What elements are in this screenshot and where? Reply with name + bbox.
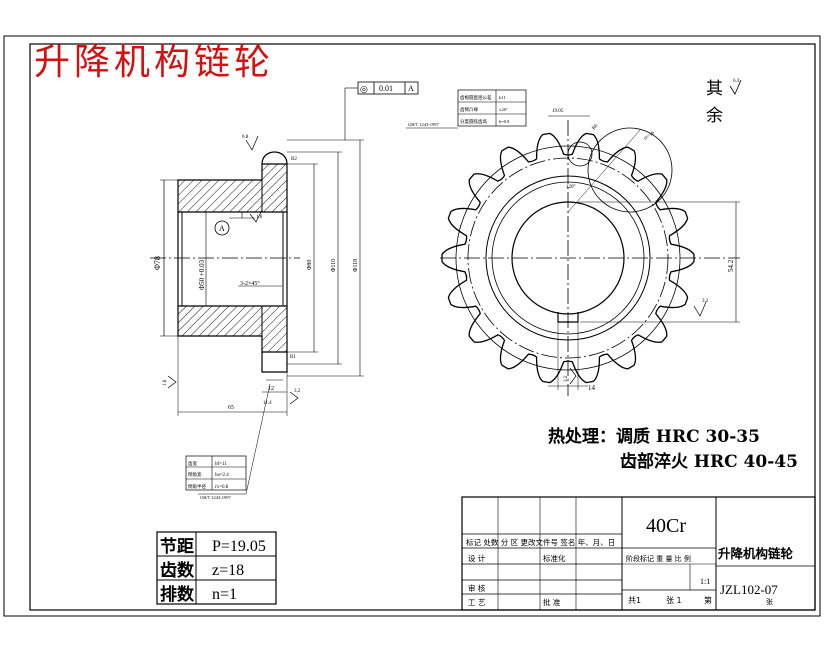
feature-control-frame: ◎ 0.01 A (344, 81, 419, 140)
svg-text:余: 余 (706, 106, 723, 126)
svg-text:6.3: 6.3 (733, 79, 740, 84)
roughness-hub: 3.2 (289, 389, 301, 405)
svg-text:齿根圆直径公差: 齿根圆直径公差 (460, 94, 492, 101)
section-upper (177, 163, 288, 213)
dim-r2: R1 (290, 355, 296, 360)
svg-text:bf=11: bf=11 (215, 462, 227, 467)
dim-pitch: 19.05 (552, 109, 564, 114)
dim-d-hub: Φ80 (307, 260, 313, 270)
spec-label-teeth: 齿数 (160, 560, 195, 581)
section-lower (177, 305, 288, 353)
outer-frame (3, 35, 821, 617)
tooth-table-left: 齿宽 bf=11 倒角宽 ba=2.4 倒角半径 rx=0.8 GB/T 124… (185, 383, 271, 500)
tooth-table-top: GB/T 1243-1997 齿根圆直径公差 h11 齿侧凸缘 ≤20° 分度圆… (406, 89, 527, 129)
inner-frame (29, 43, 816, 611)
dim-r1: R2 (291, 157, 297, 162)
spec-label-pitch: 节距 (160, 536, 194, 557)
dim-width-tooth: 12 (268, 386, 274, 392)
roughness-bore: 1.6 (249, 209, 263, 223)
svg-text:h11: h11 (499, 95, 506, 100)
svg-text:0.01: 0.01 (379, 84, 393, 93)
designer-label: 设 计 (468, 553, 486, 563)
dim-re: re=16 (643, 131, 656, 142)
dim-chamfer: 3-2×45° (240, 280, 260, 287)
svg-text:rx=0.8: rx=0.8 (215, 485, 229, 490)
sheet-label: 第 (704, 595, 712, 605)
dim-ri: R6 (592, 123, 600, 131)
roughness-left-bottom: 1.6 (163, 375, 177, 389)
front-view: re=16 R6 120° 19.05 14 54.2 3.2 3.2 (440, 109, 740, 396)
drawing-title: 升降机构链轮 (34, 42, 274, 83)
title-block: 40Cr 升降机构链轮 JZL102-07 1:1 标记 处数 分 区 更改文件… (461, 496, 816, 611)
spec-value-pitch: P=19.05 (212, 538, 266, 555)
process-label: 工 艺 (468, 598, 485, 607)
approve-label: 批 准 (543, 597, 561, 607)
heat-treatment-line1: 热处理：调质 HRC 30-35 (548, 426, 760, 447)
reviewer-label: 审 核 (468, 583, 486, 593)
svg-text:3.2: 3.2 (294, 389, 301, 394)
svg-text:倒角宽: 倒角宽 (188, 471, 202, 478)
svg-text:齿宽: 齿宽 (188, 460, 197, 467)
svg-text:3.2: 3.2 (564, 375, 569, 382)
spec-value-rows: n=1 (212, 586, 237, 603)
svg-text:分度圆弦齿高: 分度圆弦齿高 (460, 118, 487, 125)
roughness-face: 3.2 (693, 299, 709, 317)
svg-text:3.2: 3.2 (702, 299, 709, 304)
svg-text:1.6: 1.6 (256, 215, 263, 220)
sprocket-outline (441, 132, 695, 384)
dim-width-total: 65 (228, 405, 234, 411)
spec-value-teeth: z=18 (212, 562, 244, 579)
roughness-other: 其 余 6.3 (706, 79, 742, 126)
roughness-left-top: 0.8 (242, 135, 259, 151)
svg-text:≤20°: ≤20° (499, 107, 508, 112)
sheet-total: 共1 (628, 596, 641, 605)
dim-tooth-thk: 11.4 (263, 401, 272, 406)
svg-text:A: A (408, 84, 414, 93)
svg-text:1.6: 1.6 (163, 379, 168, 386)
stage-header: 阶段标记 重 量 比 例 (626, 554, 691, 563)
dim-keyway-depth: 54.2 (727, 259, 735, 272)
sheet-num: 张 1 (666, 596, 682, 605)
datum-circle (214, 220, 230, 236)
dim-d-tip: Φ118 (353, 259, 359, 272)
dim-d-pitch: Φ110 (331, 259, 337, 272)
dim-angle: 120° (566, 185, 576, 190)
section-view: Φ78 Φ50 +0.03 Φ80 Φ110 Φ118 65 12 11.4 3… (150, 135, 364, 416)
scale: 1:1 (700, 577, 710, 586)
datum-label: A (219, 224, 225, 233)
roughness-keyway: 3.2 (564, 367, 577, 385)
spec-label-rows: 排数 (160, 584, 195, 605)
svg-text:齿侧凸缘: 齿侧凸缘 (460, 106, 478, 113)
svg-text:◎: ◎ (360, 85, 368, 95)
material: 40Cr (646, 515, 686, 537)
svg-text:其: 其 (706, 79, 723, 99)
part-name: 升降机构链轮 (718, 546, 794, 561)
spec-table: 节距 P=19.05 齿数 z=18 排数 n=1 (156, 531, 277, 605)
svg-text:倒角半径: 倒角半径 (188, 483, 206, 490)
svg-text:ba=2.4: ba=2.4 (215, 473, 229, 478)
svg-text:0.8: 0.8 (242, 135, 249, 140)
sheet-label2: 张 (766, 597, 773, 606)
standardization-label: 标准化 (543, 553, 566, 563)
dim-d-bore: Φ50 +0.03 (198, 259, 206, 290)
rev-header: 标记 处数 分 区 更改文件号 签名 年、月、日 (466, 537, 615, 547)
drawing-no: JZL102-07 (720, 582, 778, 597)
dim-keyway-width: 14 (588, 384, 596, 392)
svg-text:h=0.8: h=0.8 (499, 119, 510, 124)
dim-d-outer: Φ78 (153, 256, 162, 270)
heat-treatment-line2: 齿部淬火 HRC 40-45 (620, 451, 798, 472)
svg-text:GB/T 1243-1997: GB/T 1243-1997 (200, 495, 232, 500)
svg-text:GB/T 1243-1997: GB/T 1243-1997 (408, 122, 440, 127)
